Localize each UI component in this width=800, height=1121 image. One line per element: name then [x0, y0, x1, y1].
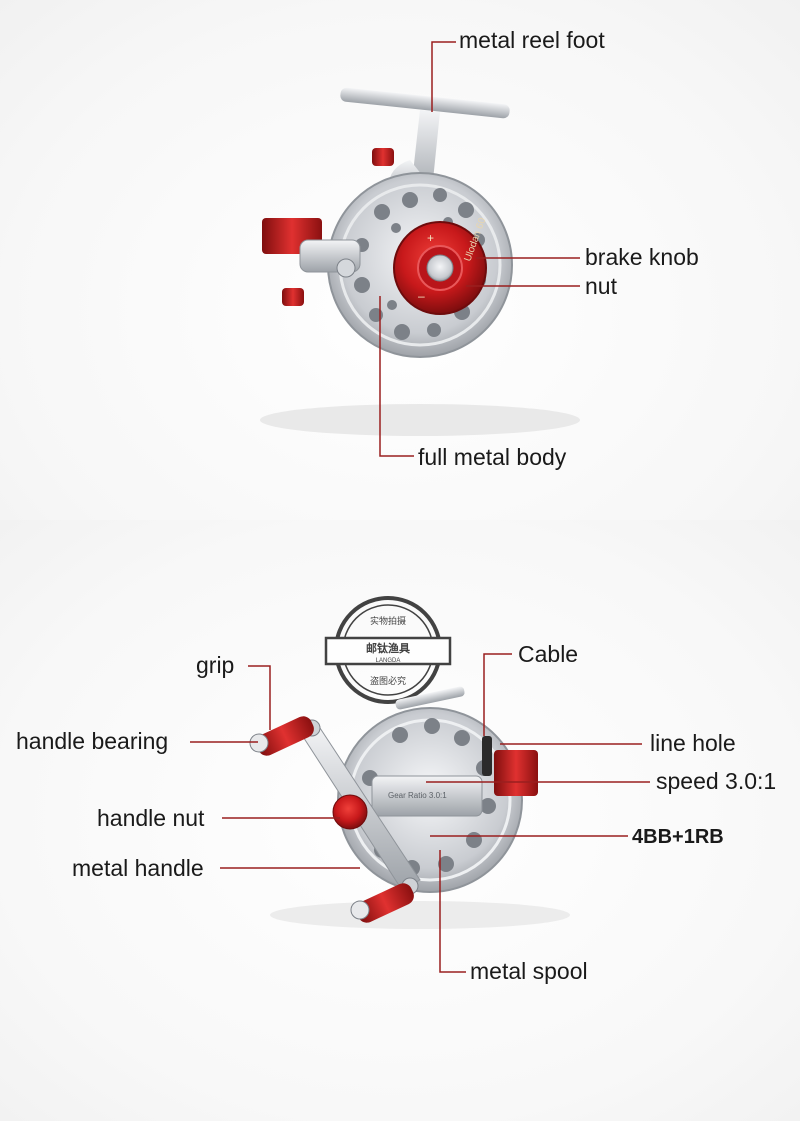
- label-metal-handle: metal handle: [72, 855, 204, 881]
- line-guide-clip: [262, 218, 361, 278]
- label-full-metal-body: full metal body: [418, 444, 567, 470]
- label-cable: Cable: [518, 641, 579, 667]
- grip-bottom: [350, 883, 414, 923]
- reel-side-view-illustration: Ulodan 60 + –: [260, 41, 580, 457]
- callout-lines-top: [379, 41, 580, 457]
- label-nut: nut: [585, 273, 617, 299]
- label-grip: grip: [196, 652, 235, 678]
- red-post-bottom: [282, 288, 304, 306]
- label-handle-bearing: handle bearing: [16, 728, 169, 754]
- reel-handle-view-illustration: 实物拍摄 邮钛渔具 LANGDA 盗图必究 Gear Ratio 3.0:1: [190, 596, 650, 973]
- product-panel-top: Ulodan 60 + – metal reel foot brake knob…: [0, 0, 800, 520]
- stamp-middle-text: 邮钛渔具: [366, 641, 410, 655]
- svg-text:–: –: [418, 289, 425, 303]
- handle-nut: [332, 794, 368, 830]
- line-guide: [482, 736, 538, 796]
- stamp-brand-text: LANGDA: [376, 658, 401, 664]
- label-bearings: 4BB+1RB: [632, 826, 724, 848]
- svg-text:+: +: [427, 231, 434, 245]
- brake-knob: Ulodan 60 + –: [393, 216, 489, 315]
- shadow: [260, 404, 580, 436]
- label-speed: speed 3.0:1: [656, 768, 777, 794]
- stamp-bottom-text: 盗图必究: [370, 675, 406, 686]
- stamp-top-text: 实物拍摄: [370, 615, 406, 626]
- grip-top: [249, 716, 314, 756]
- label-line-hole: line hole: [650, 730, 736, 756]
- label-handle-nut: handle nut: [97, 805, 205, 831]
- label-metal-spool: metal spool: [470, 958, 588, 984]
- product-panel-bottom: 实物拍摄 邮钛渔具 LANGDA 盗图必究 Gear Ratio 3.0:1: [0, 520, 800, 1121]
- label-brake-knob: brake knob: [585, 244, 699, 270]
- label-metal-reel-foot: metal reel foot: [459, 27, 605, 53]
- callout-lines-bottom: [190, 653, 650, 973]
- watermark-stamp: 实物拍摄 邮钛渔具 LANGDA 盗图必究: [324, 596, 452, 704]
- red-post-top: [372, 148, 394, 166]
- side-plate-text: Gear Ratio 3.0:1: [388, 791, 447, 800]
